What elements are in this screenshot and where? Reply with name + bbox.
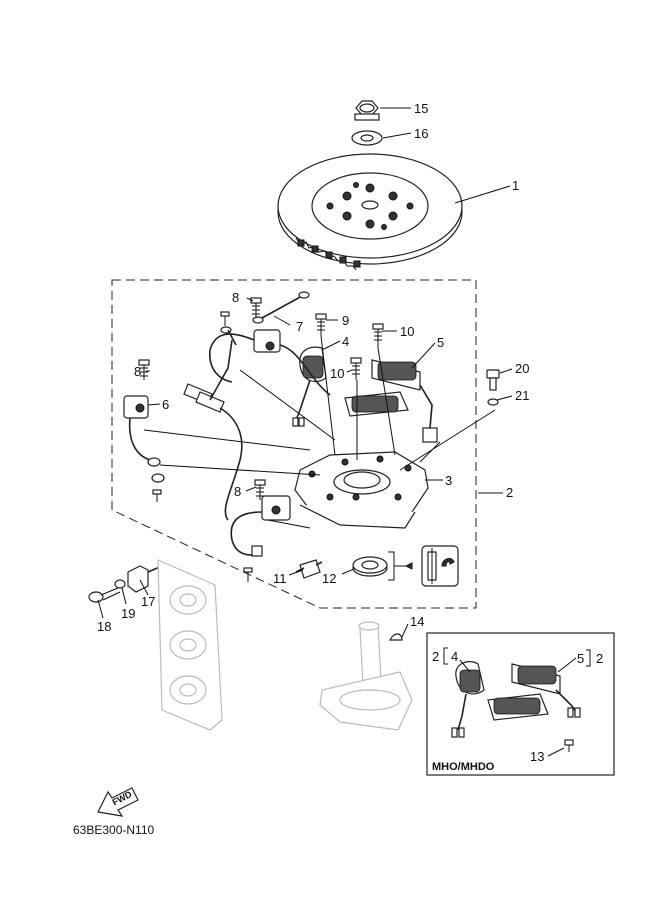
diagram-code: 63BE300-N110 bbox=[73, 823, 154, 837]
screw-9 bbox=[315, 313, 327, 336]
lighting-coil bbox=[344, 359, 438, 443]
wire-connector bbox=[183, 339, 243, 521]
callout-8: 8 bbox=[232, 290, 239, 305]
flywheel-magnet bbox=[277, 153, 463, 271]
callout-7: 7 bbox=[296, 319, 303, 334]
inset-mho-mhdo bbox=[426, 632, 615, 776]
callout-8: 8 bbox=[134, 364, 141, 379]
inset-label-2-right: 2 bbox=[596, 651, 603, 666]
callout-13: 13 bbox=[530, 749, 544, 764]
ground-lead-wire bbox=[220, 291, 310, 346]
callout-20: 20 bbox=[515, 361, 529, 376]
leader-lines bbox=[97, 107, 513, 638]
callout-2: 2 bbox=[506, 485, 513, 500]
callout-15: 15 bbox=[414, 101, 428, 116]
screw-18 bbox=[88, 587, 121, 603]
woodruff-key bbox=[389, 633, 403, 641]
callout-8: 8 bbox=[234, 484, 241, 499]
forward-direction-arrow[interactable]: FWD bbox=[97, 787, 139, 817]
callout-21: 21 bbox=[515, 388, 529, 403]
screw-8-upper bbox=[220, 297, 262, 326]
inset-labels: 2 4 5 2 MHO/MHDO bbox=[432, 649, 603, 773]
wire-clamp bbox=[295, 559, 323, 579]
inset-label-4: 4 bbox=[451, 649, 458, 664]
callout-18: 18 bbox=[97, 619, 111, 634]
callout-17: 17 bbox=[141, 594, 155, 609]
screw-10-upper bbox=[372, 323, 384, 348]
callout-16: 16 bbox=[414, 126, 428, 141]
screw-8-lower bbox=[243, 479, 266, 582]
inset-label-5: 5 bbox=[577, 651, 584, 666]
stator-assembly-boundary bbox=[111, 279, 477, 609]
callout-1: 1 bbox=[512, 178, 519, 193]
flywheel-washer bbox=[351, 130, 383, 146]
washer-21 bbox=[487, 398, 499, 406]
oil-seal bbox=[352, 556, 388, 577]
pulser-coil-lower bbox=[230, 495, 291, 557]
pulser-coil-left bbox=[123, 395, 165, 483]
callout-9: 9 bbox=[342, 313, 349, 328]
callout-3: 3 bbox=[445, 473, 452, 488]
callout-6: 6 bbox=[162, 397, 169, 412]
inset-label-2-left: 2 bbox=[432, 649, 439, 664]
callout-5: 5 bbox=[437, 335, 444, 350]
washer-19 bbox=[114, 579, 126, 589]
callout-labels: 15 16 1 8 7 9 10 4 5 10 8 20 21 6 3 2 8 … bbox=[97, 101, 544, 764]
oil-seal-install-detail bbox=[388, 545, 459, 587]
crankshaft-outline bbox=[319, 621, 413, 731]
callout-11: 11 bbox=[273, 571, 287, 586]
bracket-17 bbox=[127, 565, 163, 593]
callout-10: 10 bbox=[400, 324, 414, 339]
callout-14: 14 bbox=[410, 614, 424, 629]
callout-12: 12 bbox=[322, 571, 336, 586]
inset-title: MHO/MHDO bbox=[432, 761, 495, 773]
screw-10-middle bbox=[350, 357, 362, 380]
stator-base-plate bbox=[294, 451, 429, 529]
crankcase-outline bbox=[157, 559, 223, 731]
callout-19: 19 bbox=[121, 606, 135, 621]
flywheel-nut bbox=[354, 100, 380, 121]
callout-4: 4 bbox=[342, 334, 349, 349]
screw-8-left bbox=[138, 359, 162, 502]
bolt-20 bbox=[486, 369, 500, 391]
callout-10: 10 bbox=[330, 366, 344, 381]
